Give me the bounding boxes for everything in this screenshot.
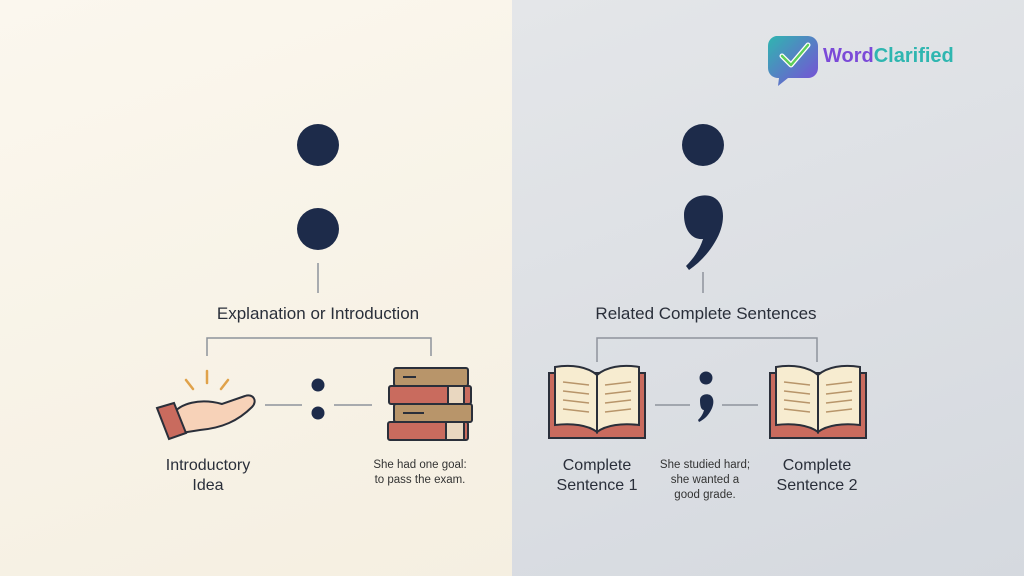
left-example: She had one goal: to pass the exam. xyxy=(373,459,467,486)
open-book-icon-left xyxy=(548,364,646,439)
brand-name: WordClarified xyxy=(823,45,954,68)
bracket-right xyxy=(596,337,818,362)
complete-sentence-2-label: Complete Sentence 2 xyxy=(776,457,858,494)
large-colon-symbol xyxy=(297,124,339,250)
right-panel-semicolon xyxy=(512,0,1024,576)
complete-sentence-1-label: Complete Sentence 1 xyxy=(556,457,638,494)
brand-name-text: WordClarified xyxy=(823,45,954,67)
introductory-idea-label: Introductory Idea xyxy=(165,457,251,494)
large-semicolon-symbol xyxy=(682,124,724,270)
right-heading: Related Complete Sentences xyxy=(595,304,817,323)
right-example: She studied hard; she wanted a good grad… xyxy=(659,459,751,501)
hand-offering-icon xyxy=(155,369,256,441)
left-panel-colon xyxy=(0,0,512,576)
small-colon-symbol xyxy=(311,378,325,420)
open-book-icon-right xyxy=(769,364,867,439)
logo-icon xyxy=(767,36,818,86)
left-heading: Explanation or Introduction xyxy=(216,304,420,323)
book-stack-icon xyxy=(387,367,473,441)
bracket-left xyxy=(206,337,432,356)
small-semicolon-symbol xyxy=(698,371,714,422)
